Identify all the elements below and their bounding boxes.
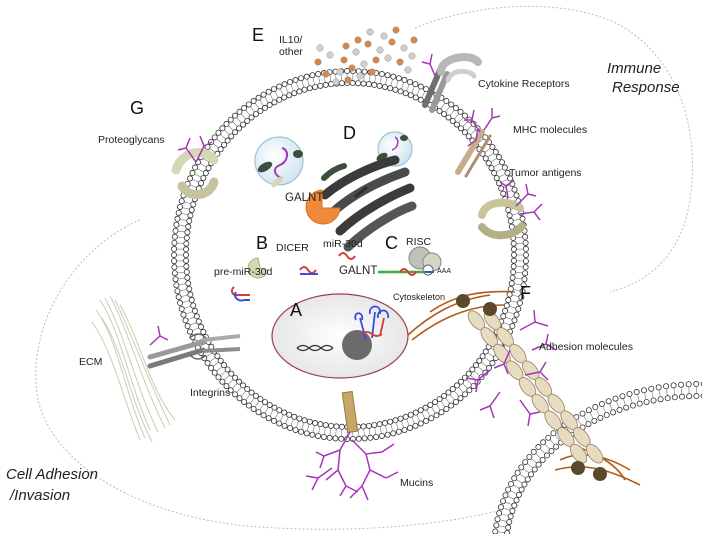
galnt-enzyme-golgi (305, 189, 341, 225)
adhesion-molecule-chain (467, 310, 604, 464)
galnt-mrna-label: GALNT (339, 265, 378, 277)
cytokine-receptor-shape (422, 53, 482, 113)
il10-label-line1: IL10/ (279, 34, 303, 46)
panel-label-g: G (130, 98, 145, 118)
panel-label-d: D (343, 123, 356, 143)
pri-mir-hairpins (354, 305, 389, 341)
proteoglycan-receptor (171, 148, 219, 200)
dicer-product-rna (299, 266, 318, 275)
mir30d-rna (338, 252, 356, 260)
adhesion-anchors (456, 294, 607, 481)
mucin-stalk (341, 390, 359, 434)
golgi-stack (320, 155, 417, 252)
panel-label-f: F (520, 283, 531, 303)
il10-label-line2: other (279, 46, 303, 58)
cell-adhesion-label-line2: /Invasion (10, 487, 71, 504)
panel-label-c: C (385, 233, 398, 253)
proteoglycans-label: Proteoglycans (98, 134, 165, 146)
cell-adhesion-label-line1: Cell Adhesion (6, 466, 98, 483)
integrins-label: Integrins (190, 387, 231, 399)
galnt-golgi-label: GALNT (285, 192, 324, 204)
immune-region-boundary (414, 5, 693, 293)
immune-response-label-line1: Immune (607, 60, 662, 77)
nucleus (271, 293, 409, 379)
cytoskeleton-label: Cytoskeleton (393, 292, 446, 302)
adhesion-region-boundary (35, 219, 521, 530)
cytokine-receptors-label: Cytokine Receptors (478, 78, 570, 90)
tumor-antigens-label: Tumor antigens (509, 167, 582, 179)
poly-a-label: AAA (437, 268, 452, 275)
galnt-mrna (378, 268, 434, 276)
tumor-antigen-receptor (478, 198, 526, 240)
mhc-molecule-shape (455, 129, 492, 178)
panel-label-a: A (290, 300, 303, 320)
dna-strand (296, 344, 334, 352)
dicer-enzyme (247, 257, 269, 279)
mucins-label: Mucins (400, 477, 434, 489)
mhc-molecules-label: MHC molecules (513, 124, 588, 136)
risc-label: RISC (406, 236, 432, 248)
mir30d-label: miR-30d (323, 238, 363, 250)
integrin-receptor (147, 333, 241, 369)
pre-mir30d-label: pre-miR-30d (214, 266, 273, 278)
glycan-chains (149, 53, 557, 501)
immune-response-label-line2: Response (612, 79, 680, 96)
cytokine-particles (314, 26, 418, 86)
pre-mir30d-hairpin (230, 286, 250, 302)
cell-membrane (170, 68, 530, 442)
panel-label-b: B (256, 233, 269, 253)
adhesion-molecules-label: Adhesion molecules (539, 341, 633, 353)
ecm-fibres (91, 295, 176, 443)
panel-label-e: E (252, 25, 265, 45)
dicer-label: DICER (276, 242, 309, 254)
ecm-label: ECM (79, 356, 103, 368)
golgi-vesicle-left (254, 136, 304, 188)
